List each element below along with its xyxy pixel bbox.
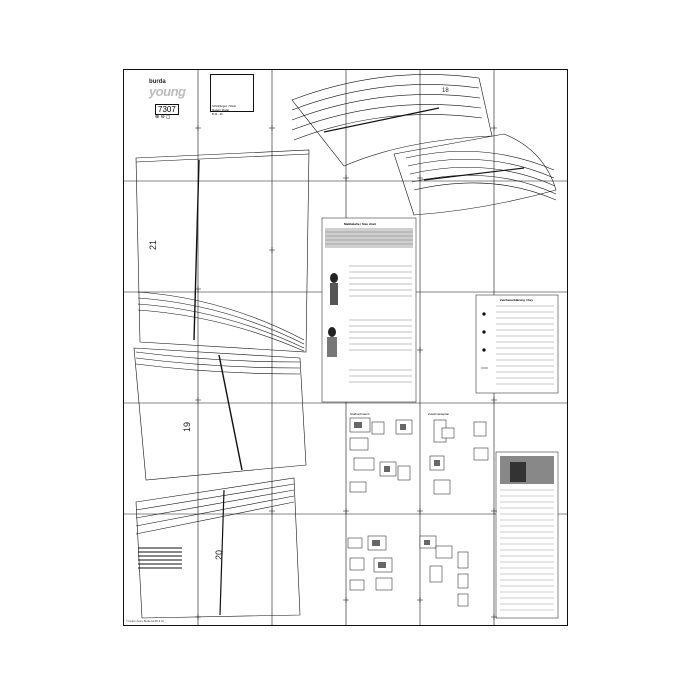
- pattern-piece-20: [135, 477, 301, 619]
- measurement-panel-title: Maßtabelle / Size chart: [344, 222, 377, 226]
- pattern-piece-21: [135, 149, 310, 353]
- piece-number-20: 20: [214, 549, 225, 561]
- key-panel-title: Zeichenerklärung / Key: [500, 298, 534, 302]
- cutting-layout-fills: [354, 422, 440, 568]
- cutting-layouts: [347, 417, 489, 607]
- title-line-3: B 34 - 46: [212, 113, 223, 116]
- pattern-piece-19: [133, 347, 307, 481]
- title-lines: Schnittbogen / Sheet Modell / Model B 34…: [212, 105, 264, 117]
- sewing-instructions-panel: [495, 451, 559, 619]
- measurement-panel: [321, 217, 417, 403]
- title-line-2: Modell / Model: [212, 109, 229, 112]
- piece-number-18: 18: [442, 88, 449, 94]
- piece-number-21: 21: [148, 239, 159, 251]
- pattern-piece-18-upper: [291, 74, 493, 167]
- sheet-grid: [124, 70, 567, 625]
- title-line-1: Schnittbogen / Sheet: [212, 105, 237, 108]
- layout-left-heading: Stoffverbrauch: [350, 412, 370, 416]
- brand-block: burda young: [149, 79, 186, 98]
- register-marks: [195, 125, 497, 620]
- model-symbols: ⊕ ⊖ ◻: [155, 114, 171, 120]
- sheet-footer: © burda / Aenne Burda GmbH & Co.: [126, 620, 165, 623]
- layout-right-heading: Zuschneideplan: [428, 412, 450, 416]
- pattern-sheet: burda young 7307 ⊕ ⊖ ◻ Schnittbogen / Sh…: [123, 69, 568, 626]
- piece-number-19: 19: [182, 421, 193, 433]
- key-panel: [475, 294, 559, 394]
- pattern-piece-18-lower: [393, 133, 557, 216]
- title-box: [210, 74, 254, 112]
- brand-logo: young: [149, 84, 186, 99]
- model-number-badge: 7307: [155, 104, 179, 115]
- brand-top-label: burda: [149, 79, 166, 85]
